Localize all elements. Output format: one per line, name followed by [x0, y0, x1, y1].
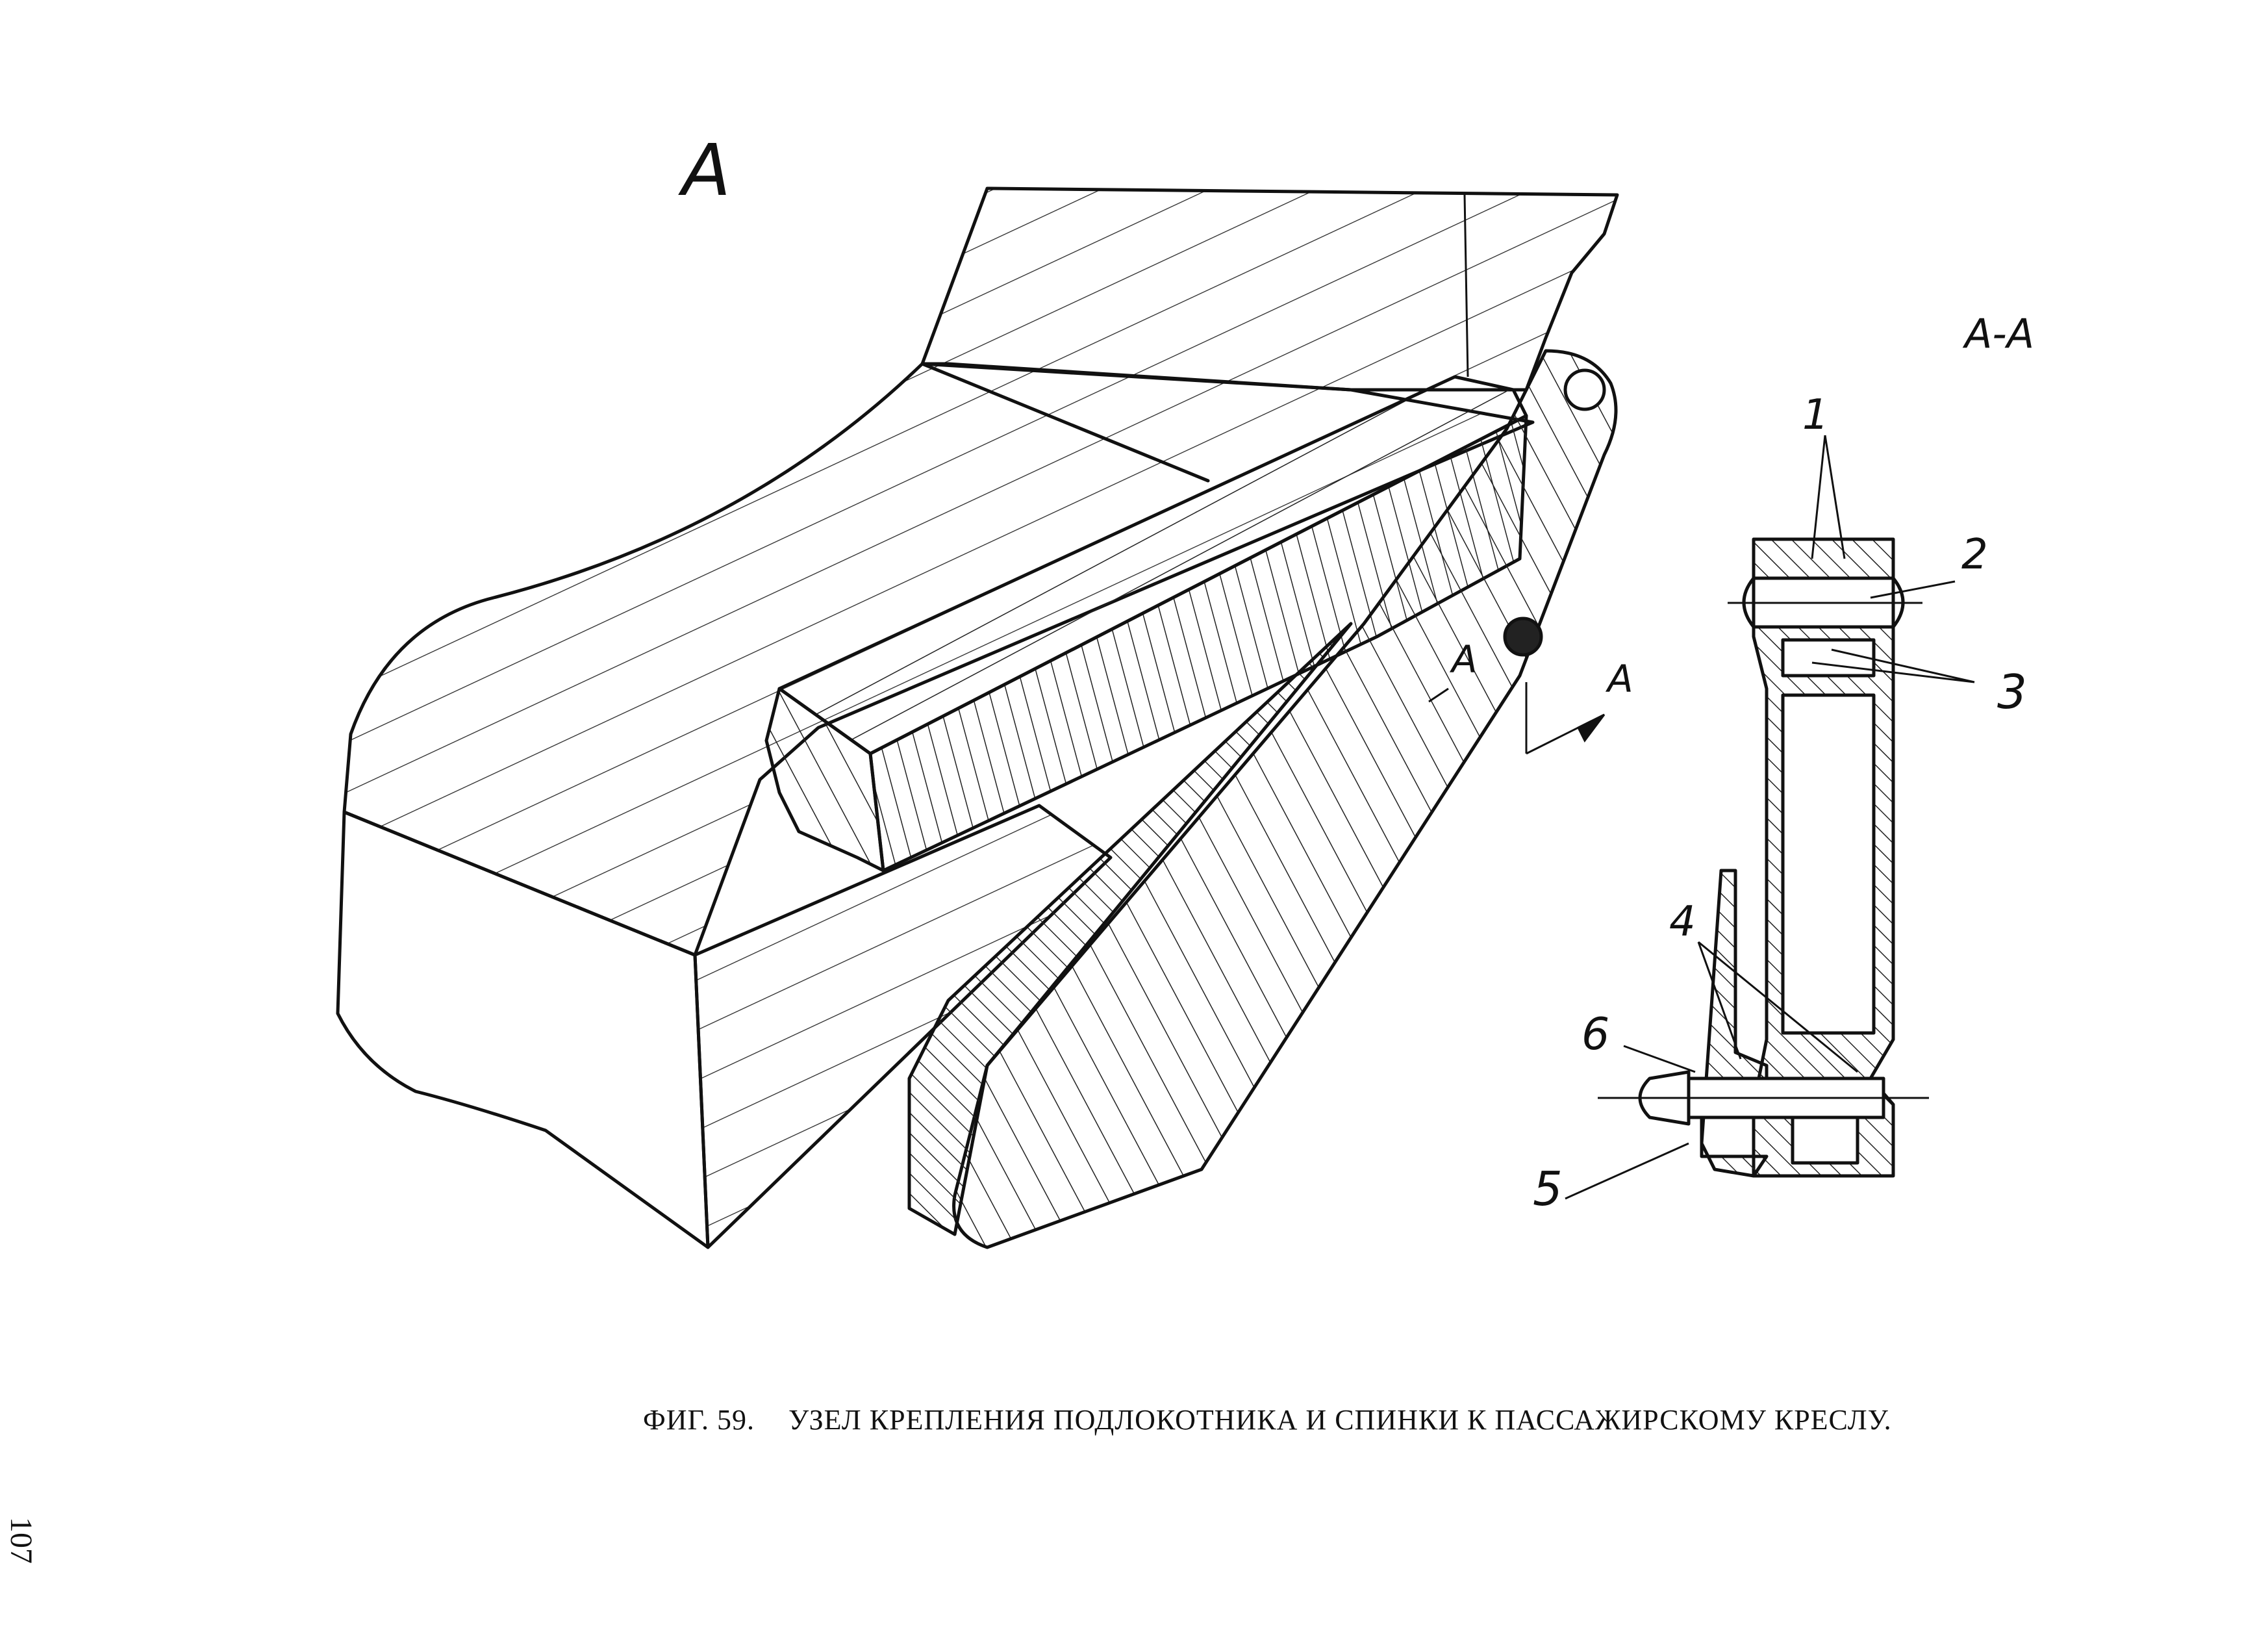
pivot-bolt-upper	[1563, 368, 1606, 411]
callout-2: 2	[1961, 531, 1988, 579]
figure-caption: ФИГ. 59. УЗЕЛ КРЕПЛЕНИЯ ПОДЛОКОТНИКА И С…	[643, 1403, 1981, 1436]
section-mark-right: А	[1605, 657, 1633, 701]
armrest-end	[764, 687, 885, 872]
callout-5: 5	[1533, 1162, 1563, 1216]
callout-3: 3	[1997, 665, 2027, 719]
view-label: А	[678, 129, 731, 212]
seat-front-face	[336, 810, 710, 1249]
pivot-bolt-lower	[1503, 617, 1543, 657]
bracket-flange	[907, 622, 1353, 1236]
page-number: 107	[4, 1517, 38, 1564]
channel-bottom-hollow	[1791, 1115, 1859, 1165]
backrest	[920, 186, 1619, 392]
section-line	[1428, 194, 1606, 755]
callout-6: 6	[1581, 1009, 1609, 1060]
section-mark-left: А	[1449, 637, 1478, 681]
channel-hollow	[1781, 693, 1876, 1035]
bracket	[907, 349, 1618, 1249]
callout-leaders	[1565, 435, 1975, 1200]
section-view	[1598, 537, 1929, 1178]
callout-4: 4	[1669, 898, 1696, 946]
section-label: А-А	[1962, 310, 2034, 357]
channel-top-hollow	[1781, 638, 1876, 678]
figure-title: УЗЕЛ КРЕПЛЕНИЯ ПОДЛОКОТНИКА И СПИНКИ К П…	[788, 1404, 1892, 1436]
figure-number: ФИГ. 59.	[643, 1404, 755, 1436]
callout-1: 1	[1802, 391, 1829, 439]
